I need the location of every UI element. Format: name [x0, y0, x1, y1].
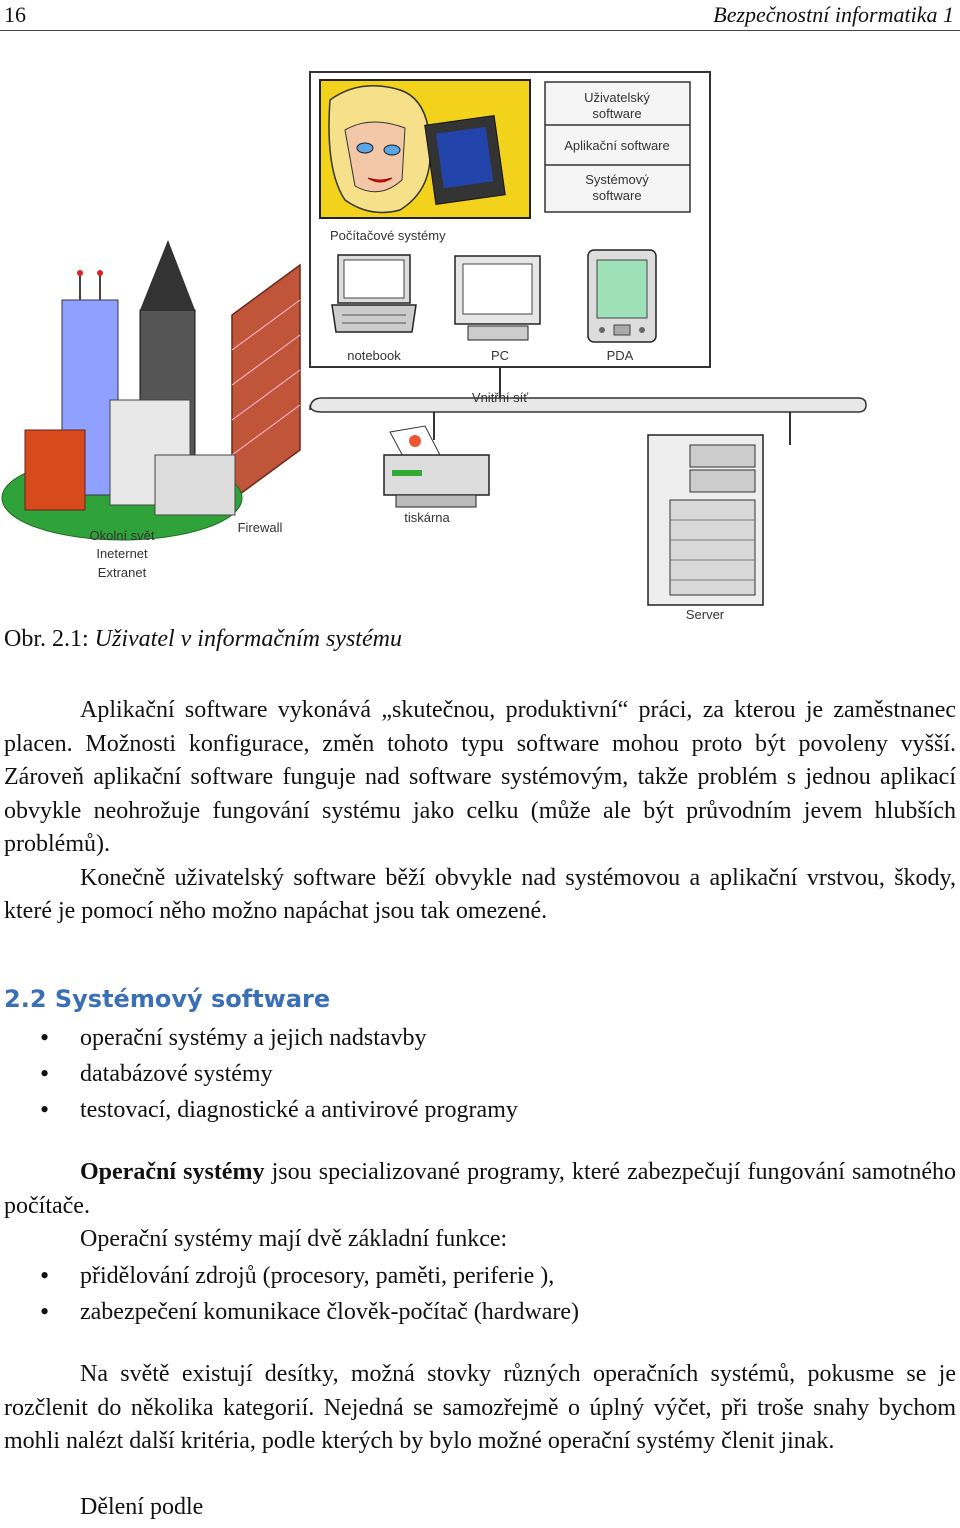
system-software-label-2: software [592, 188, 641, 203]
page-number: 16 [4, 2, 26, 27]
printer-icon [383, 425, 490, 508]
paragraph-1-part-b: Konečně uživatelský software běží obvykl… [4, 864, 956, 925]
software-layer-stack [544, 81, 691, 213]
system-software-list: operační systémy a jejich nadstavby data… [0, 1020, 518, 1128]
paragraph-3-text: Na světě existují desítky, možná stovky … [4, 1361, 956, 1454]
paragraph-2-part-b: Operační systémy mají dvě základní funkc… [80, 1226, 508, 1252]
outside-world-city-icon [1, 240, 243, 541]
bold-term: Operační systémy [80, 1159, 265, 1185]
pc-icon [454, 255, 541, 341]
notebook-icon [331, 254, 417, 333]
sentence-2: Možnosti konfigurace, změn tohoto typu s… [72, 730, 956, 757]
user-software-label: Uživatelský [584, 90, 650, 105]
paragraph-1-part-a: Aplikační software vykonává „skutečnou, … [4, 694, 956, 862]
printer-label: tiskárna [404, 510, 450, 525]
user-software-label-2: software [592, 106, 641, 121]
notebook-label: notebook [347, 348, 401, 363]
running-title: Bezpečnostní informatika 1 [713, 2, 954, 27]
paragraph-1: Aplikační software vykonává „skutečnou, … [4, 694, 956, 929]
internet-label: Ineternet [96, 546, 148, 561]
page-header: 16 Bezpečnostní informatika 1 [0, 0, 960, 31]
information-system-diagram: Uživatelský software Aplikační software … [1, 71, 867, 622]
paragraph-2-part-a: Operační systémy jsou specializované pro… [4, 1156, 956, 1223]
list-item: databázové systémy [0, 1056, 518, 1092]
pda-label: PDA [607, 348, 634, 363]
pc-label: PC [491, 348, 509, 363]
paragraph-4-start: Dělení podle [80, 1494, 204, 1520]
firewall-icon [231, 263, 301, 502]
sentence-1: Aplikační software vykonává „skutečnou, … [4, 697, 956, 757]
caption-text: Uživatel v informačním systému [88, 626, 402, 652]
caption-prefix: Obr. 2.1: [4, 626, 89, 652]
list-item: přidělování zdrojů (procesory, paměti, p… [0, 1258, 579, 1294]
paragraph-2: Operační systémy jsou specializované pro… [4, 1156, 956, 1257]
list-item: testovací, diagnostické a antivirové pro… [0, 1092, 518, 1128]
computer-systems-label: Počítačové systémy [330, 228, 446, 243]
section-heading: 2.2 Systémový software [4, 985, 331, 1013]
sentence-3: Zároveň aplikační software funguje nad s… [4, 764, 956, 824]
extranet-label: Extranet [98, 565, 147, 580]
internal-network-bus [309, 397, 867, 413]
server-icon [647, 434, 764, 606]
list-item: zabezpečení komunikace člověk-počítač (h… [0, 1294, 579, 1330]
system-software-label: Systémový [585, 172, 649, 187]
outside-world-label: Okolní svět [89, 528, 154, 543]
firewall-label: Firewall [238, 520, 283, 535]
sentence-4: (může ale být průvodním jevem hlubších p… [4, 797, 957, 858]
paragraph-3: Na světě existují desítky, možná stovky … [4, 1358, 956, 1459]
pda-icon [587, 249, 657, 343]
application-software-label: Aplikační software [564, 138, 670, 153]
os-functions-list: přidělování zdrojů (procesory, paměti, p… [0, 1258, 579, 1330]
figure-caption: Obr. 2.1: Uživatel v informačním systému [4, 626, 402, 653]
paragraph-2-rest: jsou specializované programy, které zabe… [4, 1159, 956, 1219]
list-item: operační systémy a jejich nadstavby [0, 1020, 518, 1056]
server-label: Server [686, 607, 725, 622]
